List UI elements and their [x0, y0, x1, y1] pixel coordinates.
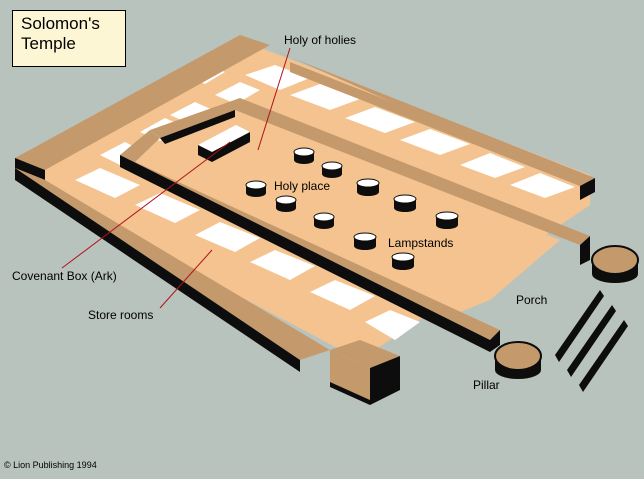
diagram-title: Solomon's Temple [12, 10, 126, 67]
title-line-1: Solomon's [21, 14, 100, 33]
lampstand [393, 194, 417, 212]
label-lampstands: Lampstands [388, 236, 453, 250]
lampstand [293, 147, 315, 164]
lampstand [435, 211, 459, 229]
lampstand [321, 161, 343, 178]
label-holy-of-holies: Holy of holies [284, 33, 356, 47]
pillar-right [591, 245, 639, 283]
label-holy-place: Holy place [274, 179, 330, 193]
label-covenant-box: Covenant Box (Ark) [12, 269, 117, 283]
outer-walls [15, 35, 595, 405]
lampstand [353, 232, 377, 250]
title-line-2: Temple [21, 34, 76, 53]
lampstand [245, 180, 267, 197]
lampstand [356, 178, 380, 196]
holy-place-floor [150, 115, 560, 320]
lampstand [275, 195, 297, 212]
copyright-notice: © Lion Publishing 1994 [4, 460, 97, 470]
porch-steps [555, 290, 628, 392]
leader-lines [61, 47, 291, 309]
label-porch: Porch [516, 293, 547, 307]
lampstands [245, 147, 459, 270]
lampstand [313, 212, 335, 229]
inner-walls [120, 98, 590, 352]
pillar-left [494, 341, 542, 379]
label-store-rooms: Store rooms [88, 308, 153, 322]
label-pillar: Pillar [473, 378, 500, 392]
lampstand [391, 252, 415, 270]
